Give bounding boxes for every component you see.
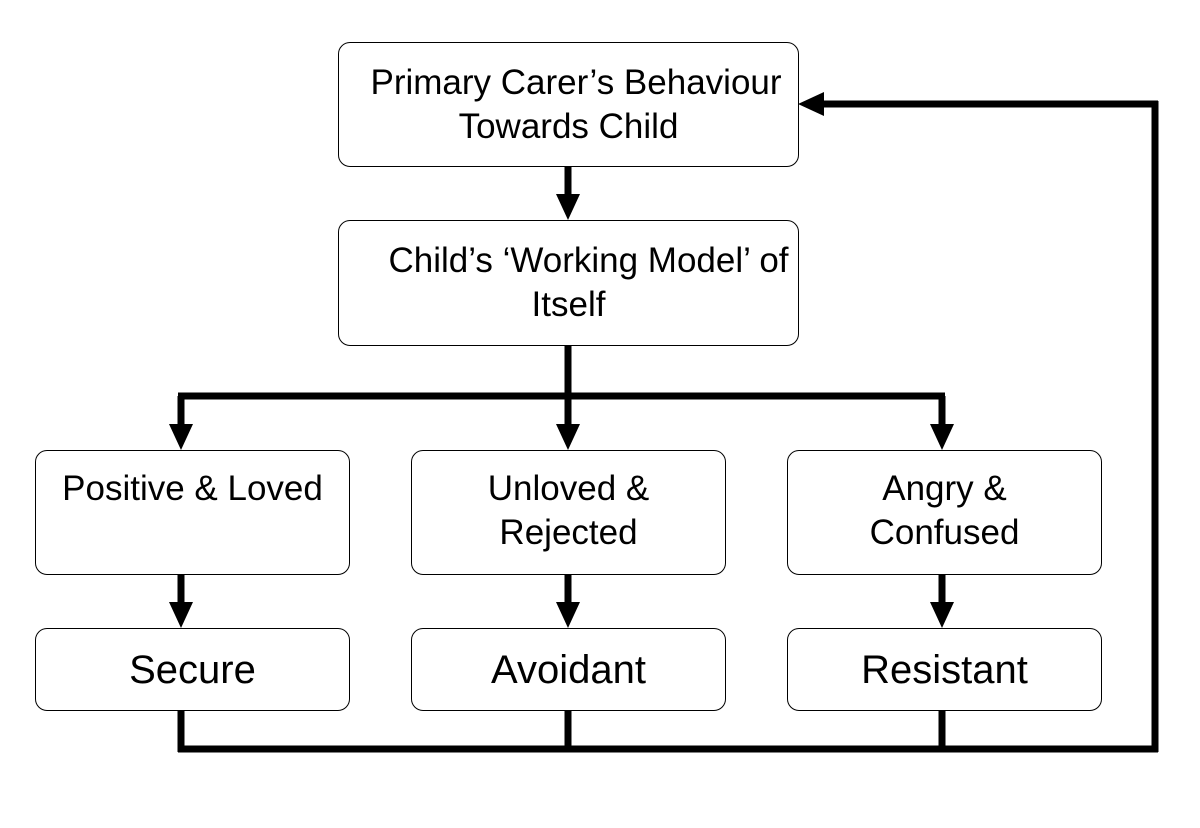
node-secure: Secure — [35, 628, 350, 711]
node-working-model: Child’s ‘Working Model’ of Itself — [338, 220, 799, 346]
arrowhead-to-secure-icon — [169, 602, 193, 628]
arrowhead-to-angry-icon — [930, 424, 954, 450]
node-secure-label: Secure — [129, 647, 256, 692]
node-unloved-rejected-line-2: Rejected — [499, 513, 638, 552]
arrowhead-to-unloved-icon — [556, 424, 580, 450]
node-positive-loved: Positive & Loved — [35, 450, 350, 575]
node-resistant-label: Resistant — [861, 647, 1028, 692]
node-resistant: Resistant — [787, 628, 1102, 711]
arrowhead-to-carer-icon — [798, 92, 824, 116]
node-carer-behaviour-line-1: Primary Carer’s Behaviour — [370, 62, 782, 102]
node-angry-confused-line-2: Confused — [869, 513, 1020, 552]
arrowhead-to-model-icon — [556, 194, 580, 220]
node-angry-confused: Angry & Confused — [787, 450, 1102, 575]
node-avoidant: Avoidant — [411, 628, 726, 711]
node-working-model-line-2: Itself — [531, 285, 606, 324]
node-unloved-rejected: Unloved & Rejected — [411, 450, 726, 575]
node-unloved-rejected-line-1: Unloved & — [487, 469, 650, 508]
node-carer-behaviour-line-2: Towards Child — [458, 106, 679, 146]
node-carer-behaviour: Primary Carer’s Behaviour Towards Child — [338, 42, 799, 167]
node-angry-confused-line-1: Angry & — [882, 469, 1007, 508]
arrowhead-to-resistant-icon — [930, 602, 954, 628]
arrowhead-to-avoidant-icon — [556, 602, 580, 628]
arrowhead-to-positive-icon — [169, 424, 193, 450]
node-positive-loved-line-1: Positive & Loved — [62, 469, 323, 508]
node-avoidant-label: Avoidant — [491, 647, 646, 692]
node-working-model-line-1: Child’s ‘Working Model’ of — [388, 241, 789, 280]
